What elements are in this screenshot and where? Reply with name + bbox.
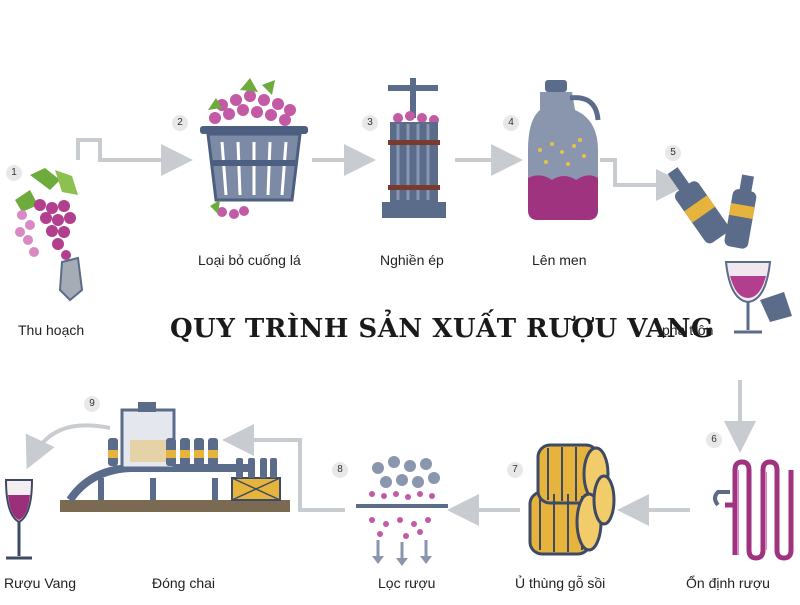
step-2-number: 2 (172, 115, 188, 131)
blending-bottles-icon (667, 167, 792, 334)
diagram-title: QUY TRÌNH SẢN XUẤT RƯỢU VANG (170, 314, 714, 344)
step-4-label: Lên men (532, 252, 587, 268)
step-6-label: Ổn định rượu (686, 575, 770, 591)
destemmer-basket-icon (200, 78, 308, 219)
arrow-4-5 (600, 158, 688, 201)
step-2-label: Loại bỏ cuống lá (198, 252, 301, 268)
stabilization-coil-icon (713, 459, 794, 561)
wine-glass-icon (4, 479, 34, 560)
oak-barrels-icon (528, 443, 616, 556)
final-label: Rượu Vang (4, 575, 76, 591)
basket-rim (200, 126, 308, 134)
step-8-label: Lọc rượu (378, 575, 436, 591)
wine-press-icon (382, 78, 446, 218)
step-6-number: 6 (706, 432, 722, 448)
flow-arrows (25, 138, 756, 526)
step-4-number: 4 (503, 115, 519, 131)
arrow-9-final (25, 423, 111, 470)
step-5-number: 5 (665, 145, 681, 161)
bottles-row (108, 438, 218, 466)
step-3-number: 3 (362, 115, 378, 131)
step-8-number: 8 (332, 462, 348, 478)
step-7-number: 7 (507, 462, 523, 478)
step-9-number: 9 (84, 396, 100, 412)
arrow-1-2 (76, 138, 193, 176)
step-5-label: pha trộn (662, 322, 714, 338)
arrow-8-9 (222, 424, 345, 512)
step-9-label: Đóng chai (152, 575, 216, 591)
filter-icon (356, 456, 448, 566)
step-7-label: Ủ thùng gỗ sồi (515, 575, 606, 591)
step-1-label: Thu hoạch (18, 322, 85, 338)
bottling-line-icon (60, 402, 290, 512)
fermentation-jug-icon (528, 80, 601, 220)
step-1-number: 1 (6, 165, 22, 181)
step-3-label: Nghiền ép (380, 252, 444, 268)
grape-bunch-icon (15, 168, 84, 302)
